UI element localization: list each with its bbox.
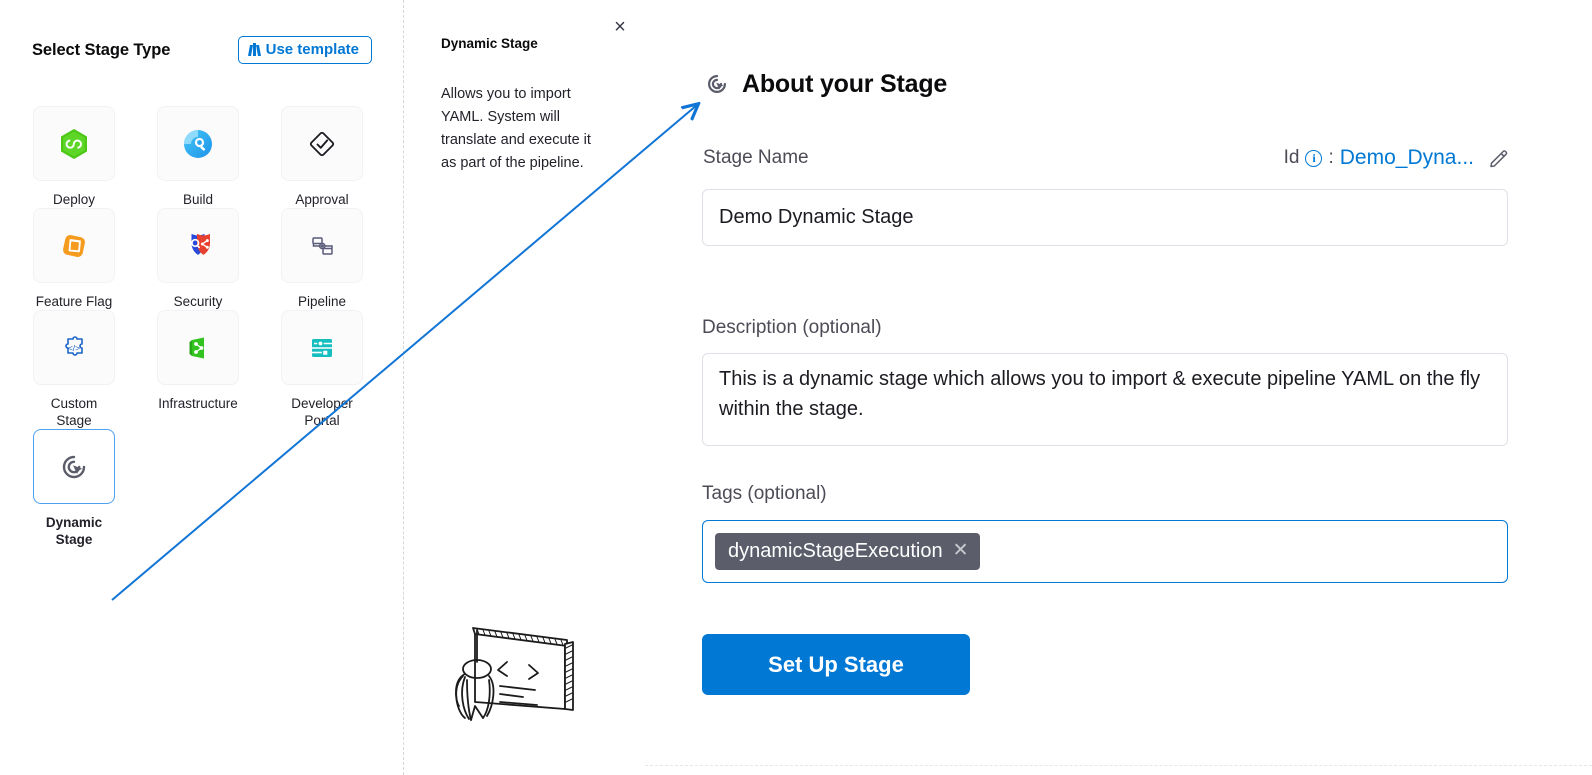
- developer-portal-icon: [312, 338, 332, 357]
- stage-card-custom-stage[interactable]: </>: [33, 310, 115, 385]
- template-bars-icon: [248, 43, 261, 56]
- stage-cell: Approval: [281, 106, 405, 208]
- stage-label: Deploy: [52, 192, 96, 207]
- stage-info-description: Allows you to import YAML. System will t…: [441, 86, 591, 171]
- stage-cell: Build: [157, 106, 281, 208]
- description-textarea[interactable]: [702, 353, 1508, 446]
- id-label: Id: [1283, 147, 1300, 168]
- about-stage-header: About your Stage: [702, 69, 947, 99]
- tag-chip[interactable]: dynamicStageExecution ✕: [715, 533, 980, 570]
- stage-cell: </> Custom Stage: [33, 310, 157, 429]
- stage-label: Build: [182, 192, 214, 207]
- build-magnifier-circle-icon: [184, 129, 212, 158]
- stage-card-developer-portal[interactable]: [281, 310, 363, 385]
- stage-name-row: Stage Name Id i : Demo_Dyna...: [703, 146, 1509, 170]
- stage-cell: Dynamic Stage: [33, 429, 157, 548]
- about-stage-title: About your Stage: [742, 69, 948, 98]
- stage-cell: Deploy: [33, 106, 157, 208]
- security-shields-icon: [191, 233, 210, 255]
- stage-info-title: Dynamic Stage: [441, 36, 538, 51]
- person-presenting-code-board-illustration: [455, 627, 574, 721]
- stage-cell: Feature Flag: [33, 208, 157, 310]
- stage-cell: Developer Portal: [281, 310, 405, 429]
- left-panel-header: Select Stage Type Use template: [32, 36, 372, 64]
- approval-diamond-check-icon: [309, 131, 335, 156]
- bottom-divider: [645, 765, 1592, 766]
- dynamic-stage-target-cursor-icon: [708, 75, 726, 93]
- pencil-edit-icon[interactable]: [1488, 148, 1509, 169]
- stage-label: Security: [173, 294, 223, 309]
- page-title: Select Stage Type: [32, 40, 171, 59]
- stage-card-build[interactable]: [157, 106, 239, 181]
- description-label: Description (optional): [702, 317, 882, 338]
- info-circle-icon[interactable]: i: [1305, 149, 1323, 167]
- stage-label: Pipeline: [297, 294, 347, 309]
- stage-card-infrastructure[interactable]: [157, 310, 239, 385]
- stage-label: Custom Stage: [50, 396, 98, 428]
- stage-id-group: Id i : Demo_Dyna...: [1284, 146, 1509, 170]
- stage-cell: Pipeline: [281, 208, 405, 310]
- stage-cell: Infrastructure: [157, 310, 281, 429]
- stage-type-grid: Deploy Build: [33, 106, 405, 548]
- svg-text:</>: </>: [68, 343, 80, 353]
- stage-card-pipeline[interactable]: [281, 208, 363, 283]
- stage-card-security[interactable]: [157, 208, 239, 283]
- stage-label: Infrastructure: [158, 396, 238, 411]
- stage-name-label: Stage Name: [703, 147, 809, 168]
- stage-card-deploy[interactable]: [33, 106, 115, 181]
- stage-label: Dynamic Stage: [45, 515, 103, 547]
- close-icon[interactable]: ×: [614, 16, 626, 38]
- stage-cell: Security: [157, 208, 281, 310]
- stage-id-value: Demo_Dyna...: [1339, 146, 1474, 169]
- stage-label: Developer Portal: [291, 396, 353, 428]
- pipeline-nodes-icon: [312, 236, 333, 255]
- feature-flag-icon: [63, 234, 85, 257]
- tag-chip-label: dynamicStageExecution: [728, 540, 943, 562]
- id-separator: :: [1328, 147, 1334, 168]
- tags-input[interactable]: dynamicStageExecution ✕: [702, 520, 1508, 583]
- stage-label: Approval: [295, 192, 349, 207]
- tags-label: Tags (optional): [702, 483, 827, 504]
- dynamic-stage-target-cursor-icon: [62, 455, 86, 478]
- infrastructure-icon: [189, 337, 204, 358]
- stage-card-dynamic-stage[interactable]: [33, 429, 115, 504]
- tag-remove-x-icon[interactable]: ✕: [952, 540, 969, 561]
- custom-stage-code-puzzle-icon: </>: [65, 335, 83, 356]
- select-stage-type-panel: Select Stage Type Use template Deploy: [0, 0, 403, 775]
- about-stage-panel: About your Stage Stage Name Id i : Demo_…: [640, 0, 1592, 775]
- stage-card-feature-flag[interactable]: [33, 208, 115, 283]
- stage-label: Feature Flag: [35, 294, 113, 309]
- use-template-button[interactable]: Use template: [238, 36, 372, 64]
- stage-name-input[interactable]: [702, 189, 1508, 246]
- deploy-hexagon-infinity-icon: [61, 128, 87, 159]
- use-template-label: Use template: [265, 41, 359, 58]
- stage-card-approval[interactable]: [281, 106, 363, 181]
- set-up-stage-button[interactable]: Set Up Stage: [702, 634, 970, 695]
